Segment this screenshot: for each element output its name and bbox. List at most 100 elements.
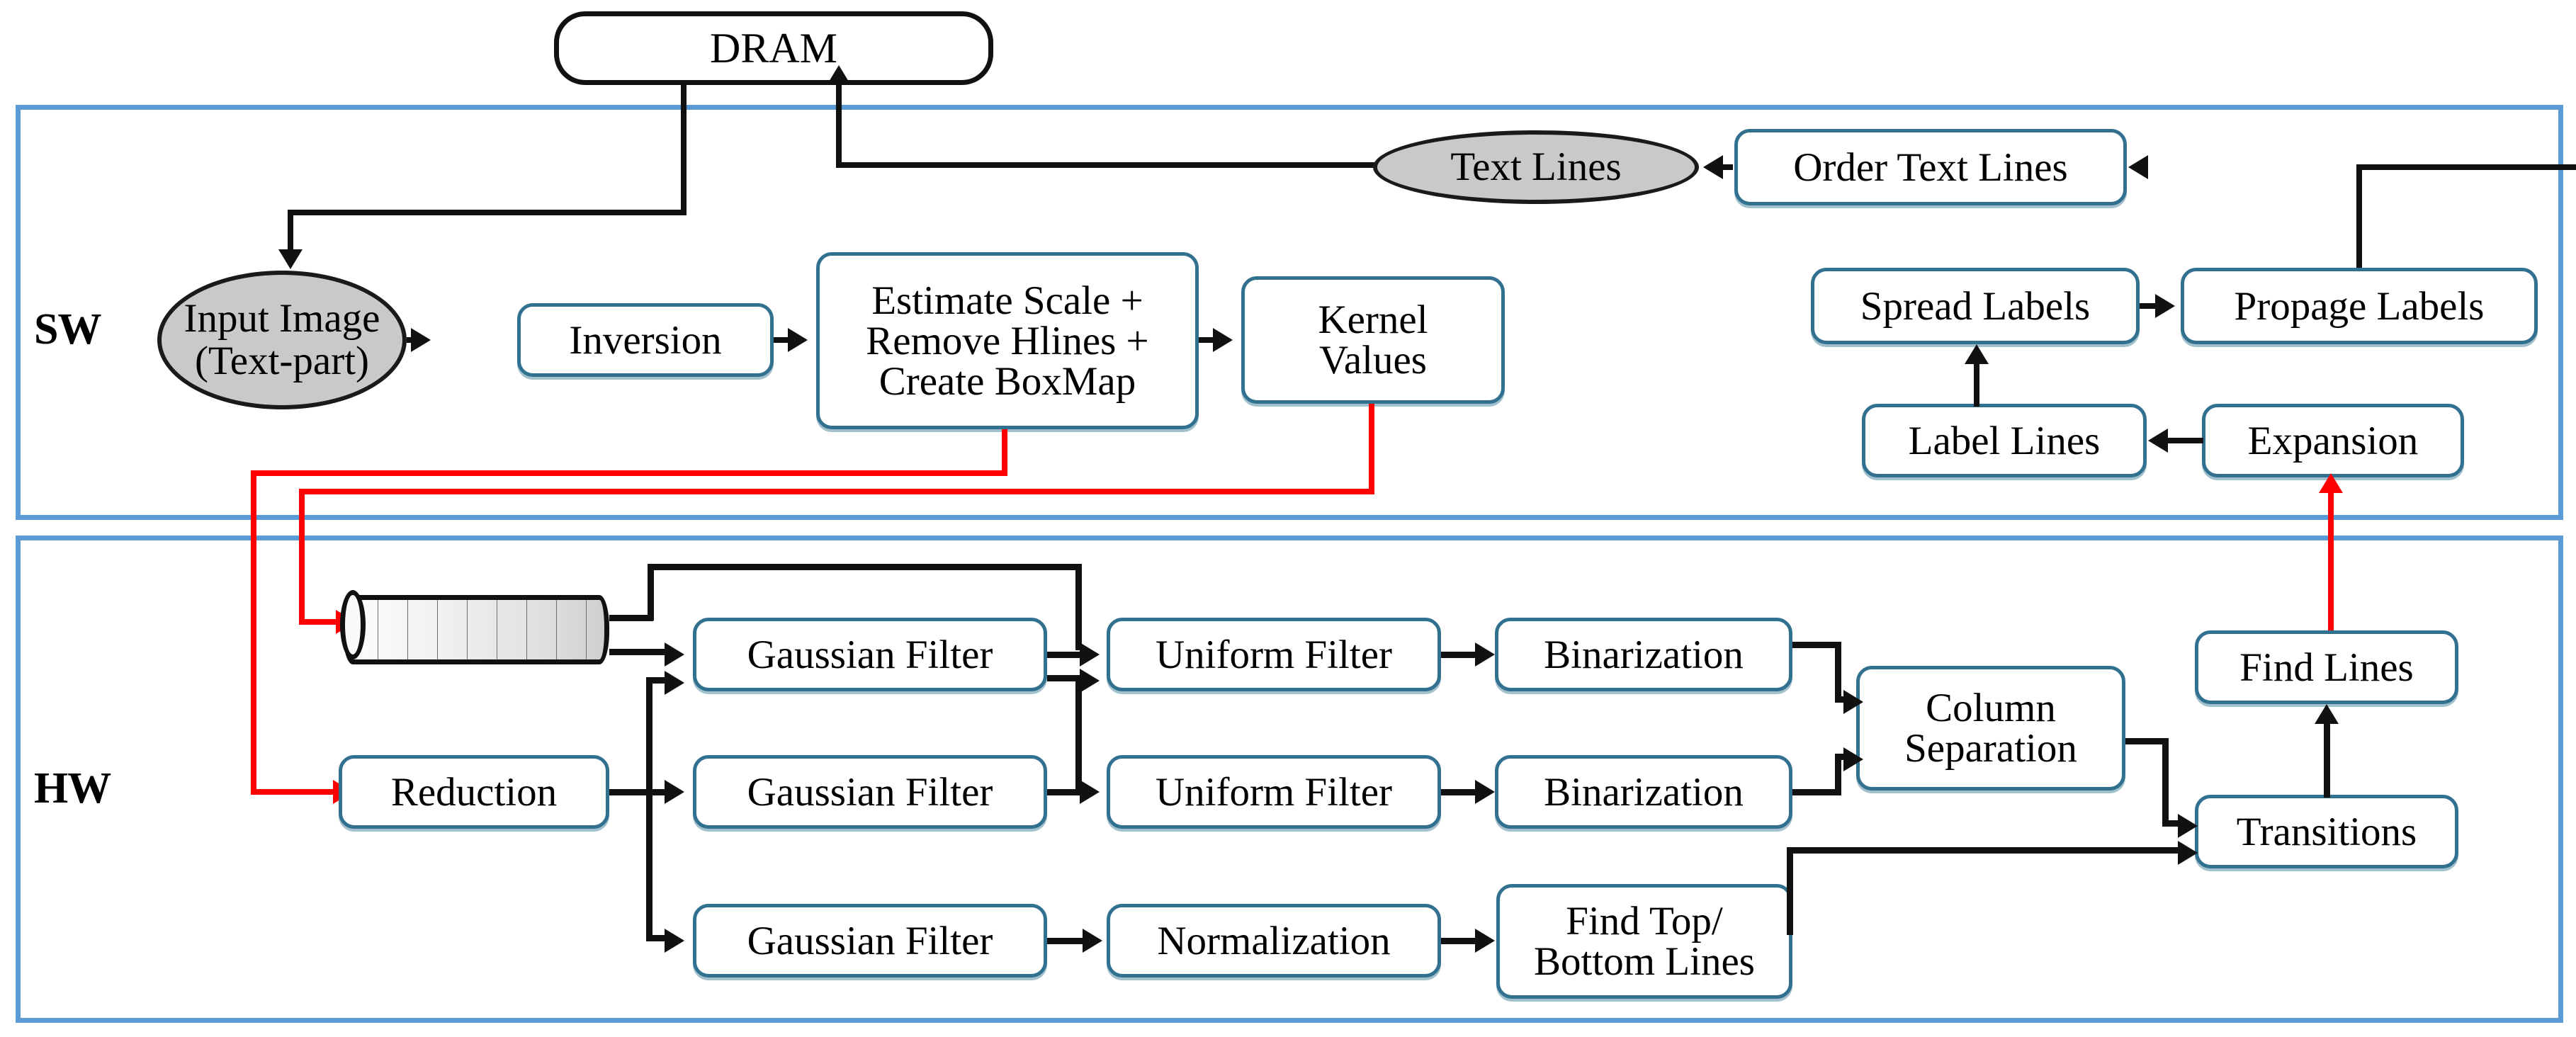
gaussian-filter-1-label: Gaussian Filter	[747, 632, 993, 677]
uniform-filter-1-node[interactable]: Uniform Filter	[1107, 618, 1441, 691]
edge-labellines-to-spread	[1974, 361, 1979, 407]
arrowhead-dram-to-input	[278, 249, 303, 269]
arrowhead-textlines-to-dram	[827, 65, 851, 85]
kernel-values-node[interactable]: Kernel Values	[1241, 276, 1505, 404]
find-top-bottom-lines-node[interactable]: Find Top/ Bottom Lines	[1496, 884, 1792, 999]
arrowhead-buffer-to-gf1	[665, 642, 684, 667]
edge-gf1-branch-v	[1075, 675, 1082, 791]
expansion-label: Expansion	[2247, 418, 2419, 463]
arrowhead-labellines-to-spread	[1965, 344, 1989, 364]
edge-reduction-to-gf2	[646, 789, 669, 795]
edge-dram-to-input-h	[290, 210, 687, 215]
binarization-1-label: Binarization	[1544, 632, 1744, 677]
arrowhead-transitions-to-findlines	[2315, 704, 2339, 724]
edge-propage-to-order-h	[2356, 164, 2576, 170]
edge-buffer-to-gf1	[609, 649, 669, 655]
expansion-node[interactable]: Expansion	[2202, 404, 2464, 477]
arrowhead-propage-to-order	[2128, 155, 2148, 179]
inversion-label: Inversion	[569, 317, 722, 363]
propage-labels-node[interactable]: Propage Labels	[2181, 268, 2538, 344]
edge-transitions-to-findlines	[2324, 720, 2330, 798]
gaussian-filter-1-node[interactable]: Gaussian Filter	[693, 618, 1047, 691]
binarization-1-node[interactable]: Binarization	[1495, 618, 1792, 691]
arrowhead-estimate-to-kernel	[1213, 328, 1233, 352]
edge-propage-to-order-v	[2356, 164, 2362, 276]
arrowhead-red-to-expansion	[2319, 473, 2343, 493]
red-edge-estimate-h	[251, 470, 1007, 476]
uniform-filter-2-node[interactable]: Uniform Filter	[1107, 755, 1441, 829]
edge-gf2-to-uf2	[1047, 789, 1081, 795]
reduction-label: Reduction	[390, 769, 558, 815]
edge-gf1-out-b	[1047, 675, 1081, 681]
edge-textlines-to-dram-h	[836, 162, 1374, 168]
gaussian-filter-2-node[interactable]: Gaussian Filter	[693, 755, 1047, 829]
red-edge-estimate-v1	[1002, 429, 1007, 475]
gaussian-filter-2-label: Gaussian Filter	[747, 769, 993, 815]
label-lines-label: Label Lines	[1908, 418, 2101, 463]
edge-buffer-top-v1	[648, 564, 654, 620]
edge-findtb-v	[1787, 847, 1793, 935]
edge-bin2-h	[1792, 789, 1841, 795]
edge-textlines-to-dram-v	[836, 74, 842, 168]
red-edge-estimate-v2	[251, 470, 256, 795]
edge-spread-to-propage	[2140, 303, 2158, 309]
column-separation-label: Column Separation	[1904, 686, 2077, 771]
arrowhead-reduction-to-gf1	[665, 671, 684, 695]
order-text-lines-node[interactable]: Order Text Lines	[1734, 129, 2127, 205]
dram-label: DRAM	[709, 24, 838, 72]
uniform-filter-2-label: Uniform Filter	[1155, 769, 1393, 815]
order-text-lines-label: Order Text Lines	[1793, 144, 2068, 190]
arrowhead-colsep-to-transitions	[2178, 814, 2198, 838]
line-buffer-cap	[340, 590, 366, 659]
line-buffer-body	[343, 595, 609, 664]
text-lines-node[interactable]: Text Lines	[1373, 130, 1699, 204]
edge-bin1-h2	[1835, 696, 1849, 703]
edge-uf1-to-bin1	[1441, 652, 1479, 658]
edge-uf2-to-bin2	[1441, 789, 1479, 795]
arrowhead-inversion-to-estimate	[788, 328, 808, 352]
gaussian-filter-3-label: Gaussian Filter	[747, 918, 993, 963]
hw-zone-container	[16, 536, 2563, 1023]
arrowhead-gf1-branch-to-uf2	[1080, 780, 1100, 804]
estimate-scale-node[interactable]: Estimate Scale + Remove Hlines + Create …	[816, 252, 1199, 429]
arrowhead-gf3-to-norm	[1083, 929, 1102, 953]
spread-labels-node[interactable]: Spread Labels	[1811, 268, 2140, 344]
normalization-node[interactable]: Normalization	[1107, 904, 1441, 978]
column-separation-node[interactable]: Column Separation	[1856, 666, 2125, 790]
dram-node[interactable]: DRAM	[554, 11, 993, 85]
edge-findtb-h1	[1792, 847, 2130, 854]
red-edge-kernel-h	[299, 489, 1374, 494]
edge-colsep-v	[2162, 738, 2169, 827]
edge-dram-to-input-v1	[681, 85, 687, 214]
arrowhead-uf1-to-bin1	[1475, 642, 1495, 667]
reduction-node[interactable]: Reduction	[339, 755, 609, 829]
edge-bin2-v	[1835, 754, 1841, 795]
arrowhead-gf1-to-uf1	[1080, 669, 1100, 693]
hw-zone-label: HW	[34, 764, 111, 812]
input-image-label: Input Image (Text-part)	[183, 296, 380, 383]
transitions-node[interactable]: Transitions	[2195, 795, 2458, 868]
label-lines-node[interactable]: Label Lines	[1862, 404, 2147, 477]
edge-reduction-trunk	[646, 677, 653, 939]
input-image-node[interactable]: Input Image (Text-part)	[157, 271, 407, 409]
arrowhead-spread-to-propage	[2155, 294, 2175, 318]
arrowhead-findtb-to-transitions	[2178, 841, 2198, 865]
sw-zone-container	[16, 105, 2563, 520]
edge-bin2-h2	[1835, 754, 1849, 760]
binarization-2-label: Binarization	[1544, 769, 1744, 815]
find-lines-node[interactable]: Find Lines	[2195, 630, 2458, 704]
edge-gf1-to-uf1	[1047, 652, 1081, 658]
edge-colsep-h	[2125, 738, 2168, 744]
arrowhead-buffer-to-uf1	[1080, 642, 1100, 667]
gaussian-filter-3-node[interactable]: Gaussian Filter	[693, 904, 1047, 978]
inversion-node[interactable]: Inversion	[517, 303, 774, 377]
uniform-filter-1-label: Uniform Filter	[1155, 632, 1393, 677]
edge-input-to-inversion	[407, 337, 417, 343]
edge-reduction-out	[609, 789, 652, 795]
binarization-2-node[interactable]: Binarization	[1495, 755, 1792, 829]
arrowhead-uf2-to-bin2	[1475, 780, 1495, 804]
arrowhead-norm-to-findtb	[1475, 929, 1495, 953]
edge-bin1-h	[1792, 642, 1841, 648]
red-edge-kernel-v2	[299, 489, 305, 625]
line-buffer-node[interactable]	[340, 590, 609, 664]
